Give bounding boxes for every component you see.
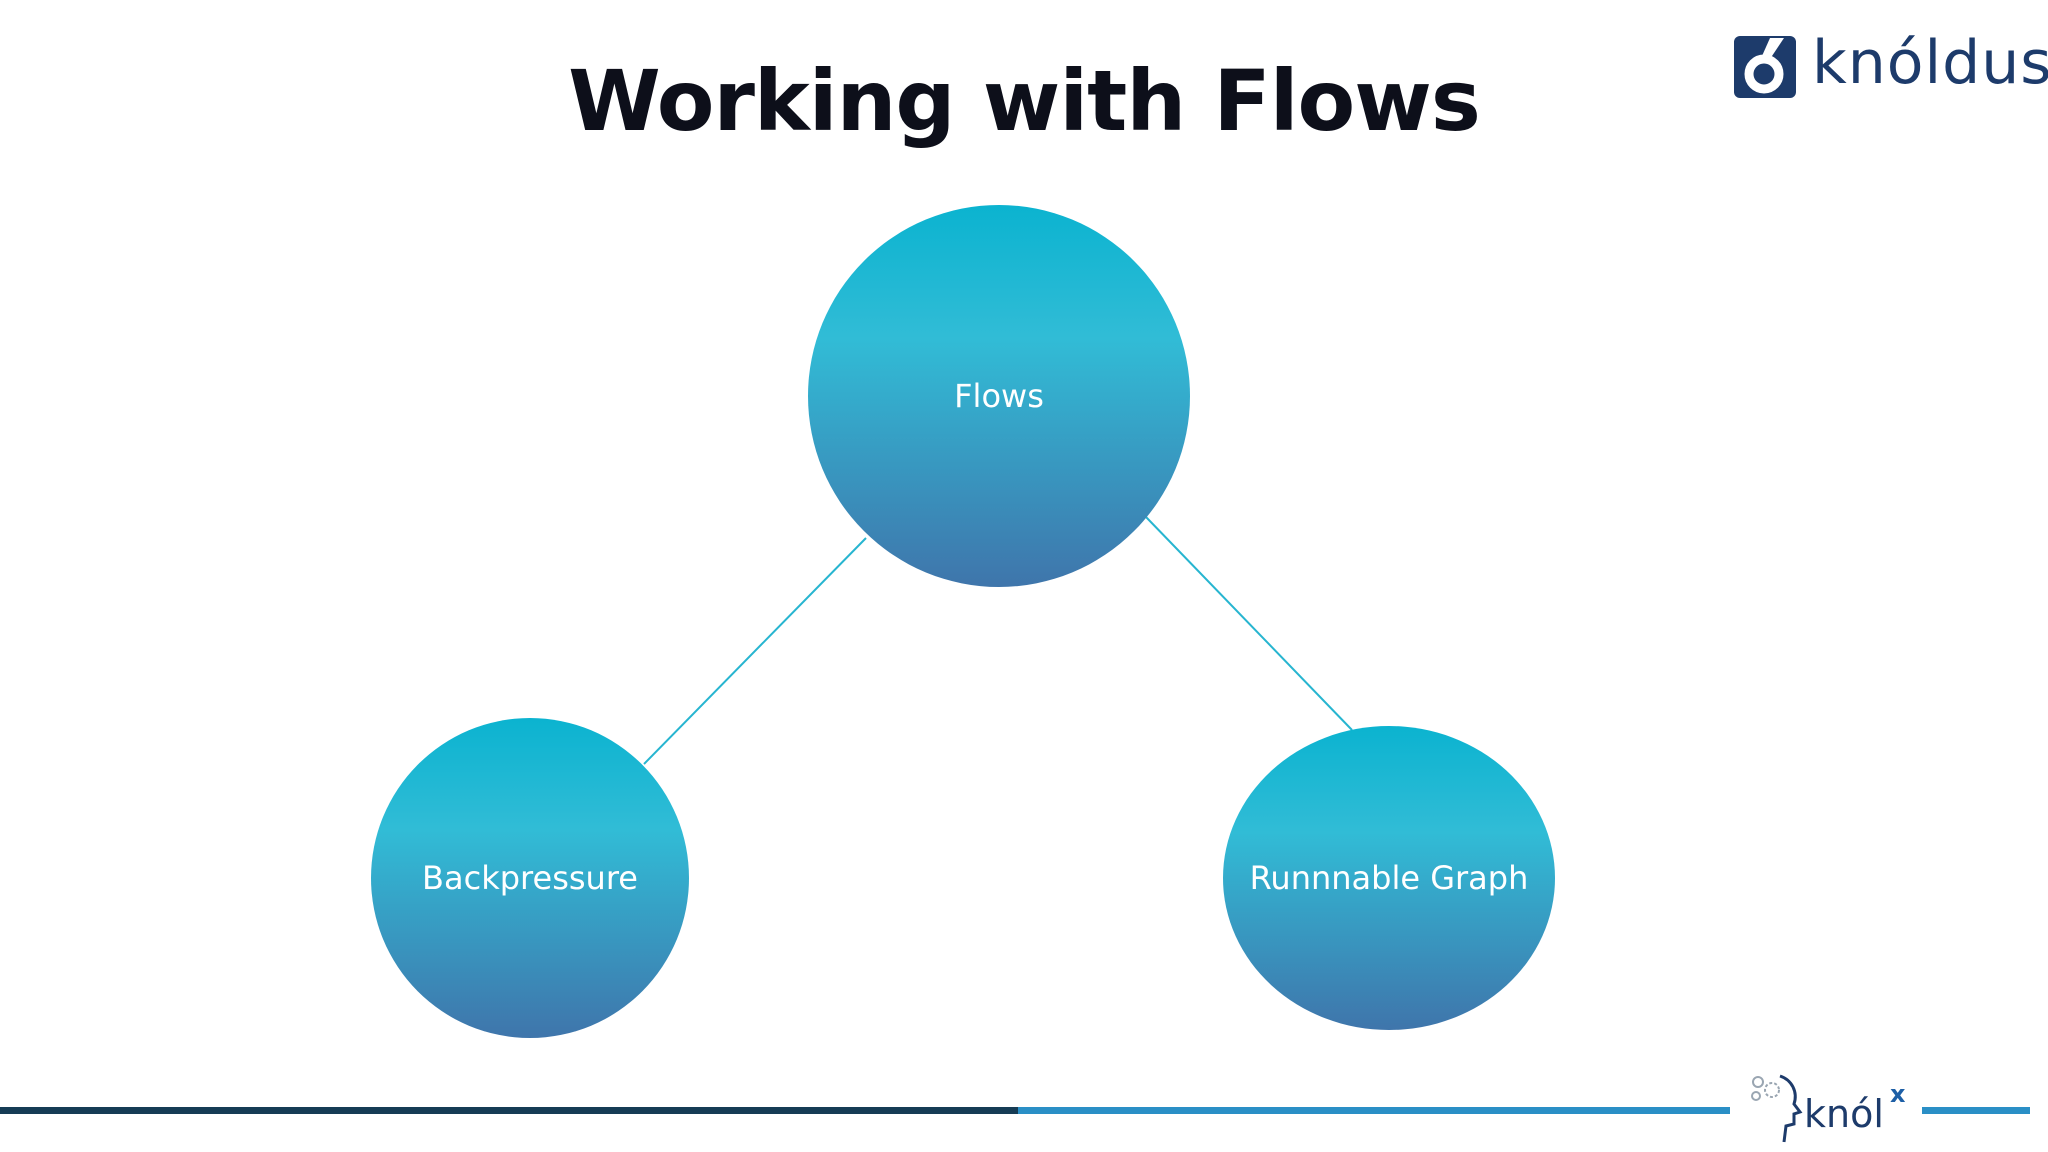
node-flows-label: Flows <box>954 377 1044 415</box>
node-backpressure: Backpressure <box>371 718 689 1038</box>
knolx-head-icon <box>1751 1074 1803 1143</box>
node-runnable-graph-circle <box>1223 726 1555 1030</box>
node-runnable-graph-label: Runnnable Graph <box>1250 859 1529 897</box>
knolx-logo-text: knól <box>1804 1092 1884 1136</box>
knolx-logo-superscript: x <box>1890 1080 1906 1108</box>
knolx-logo: knól x <box>1730 1052 1922 1152</box>
knoldus-logo-icon <box>1734 36 1796 98</box>
node-flows: Flows <box>808 205 1190 587</box>
node-backpressure-circle <box>371 718 689 1038</box>
footer-bar-light <box>1018 1107 2030 1114</box>
slide-title: Working with Flows <box>568 52 1481 150</box>
footer-bar-dark <box>0 1107 1018 1114</box>
knoldus-logo: knóldus <box>1734 28 2048 102</box>
node-flows-circle <box>808 205 1190 587</box>
edge-flows-runnable-graph <box>1145 516 1353 731</box>
node-backpressure-label: Backpressure <box>422 859 638 897</box>
edge-flows-backpressure <box>643 537 867 765</box>
knoldus-logo-text: knóldus <box>1812 28 2048 98</box>
node-runnable-graph: Runnnable Graph <box>1223 726 1555 1030</box>
